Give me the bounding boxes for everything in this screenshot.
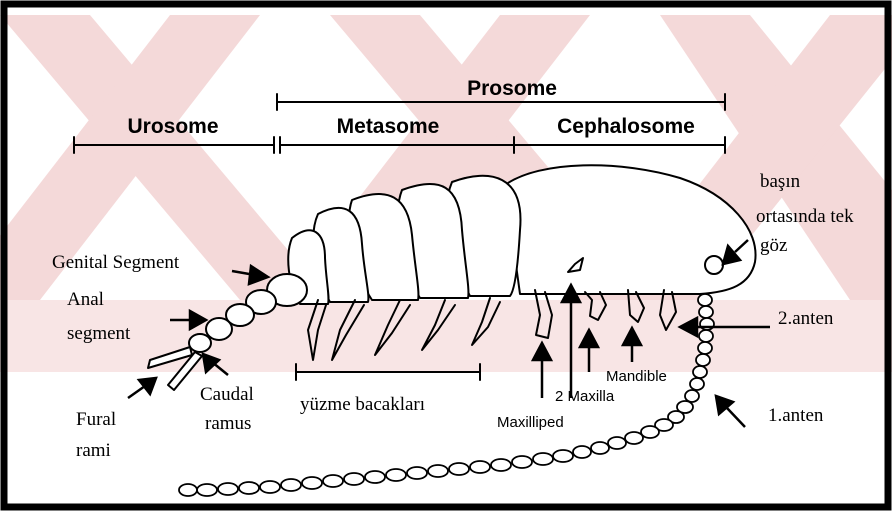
fural-rami-label-line2: rami [76,440,111,461]
metasome-label: Metasome [337,115,440,138]
anal-segment-label-line2: segment [67,323,131,344]
fural-rami-label-line1: Fural [76,409,116,430]
caudal-ramus-label-line2: ramus [205,413,251,434]
antenna-1-label: 1.anten [768,405,824,426]
anal-segment-label-line1: Anal [67,289,104,310]
maxilla-2-label: 2 Maxilla [555,388,615,405]
urosome-segment-5 [189,334,211,352]
cephalosome-label: Cephalosome [557,115,695,138]
swimming-legs-label: yüzme bacakları [300,394,425,415]
eye [705,256,723,274]
urosome-label: Urosome [127,115,218,138]
eye-label-line3: göz [760,235,787,256]
anal-segment [206,318,232,340]
genital-segment-label: Genital Segment [52,252,180,273]
eye-label-line1: başın [760,171,801,192]
prosome-label: Prosome [467,77,557,100]
maxilliped-label: Maxilliped [497,414,564,431]
caudal-ramus-label-line1: Caudal [200,384,254,405]
antenna-2-label: 2.anten [778,308,834,329]
mandible-label: Mandible [606,368,667,385]
eye-label-line2: ortasında tek [756,206,854,227]
